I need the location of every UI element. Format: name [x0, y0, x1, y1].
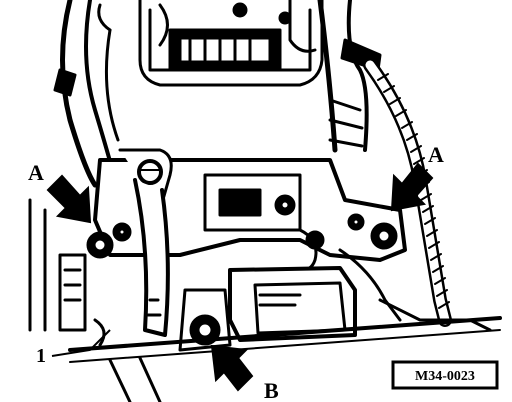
bottom-rail [68, 298, 502, 402]
center-mechanism [203, 173, 325, 273]
upper-housing [138, 0, 324, 87]
callout-leaders [51, 329, 111, 357]
left-mounting-bolt [86, 222, 132, 259]
callout-a-right: A [428, 142, 444, 167]
support-arm [133, 178, 170, 337]
arrow-a-right [390, 162, 434, 212]
callout-b: B [264, 378, 279, 402]
right-mounting-bolt [347, 213, 398, 250]
callout-1: 1 [36, 345, 46, 367]
reference-code: M34-0023 [415, 369, 475, 384]
callout-a-left: A [28, 160, 44, 185]
reference-code-box: M34-0023 [391, 360, 499, 390]
left-lower-frame [28, 198, 106, 347]
arrow-b [210, 344, 254, 392]
lower-mounting-bolt [178, 288, 232, 352]
engine-bay-drawing [28, 0, 502, 402]
callout-arrows [46, 162, 434, 392]
arrow-a-left [46, 174, 92, 224]
